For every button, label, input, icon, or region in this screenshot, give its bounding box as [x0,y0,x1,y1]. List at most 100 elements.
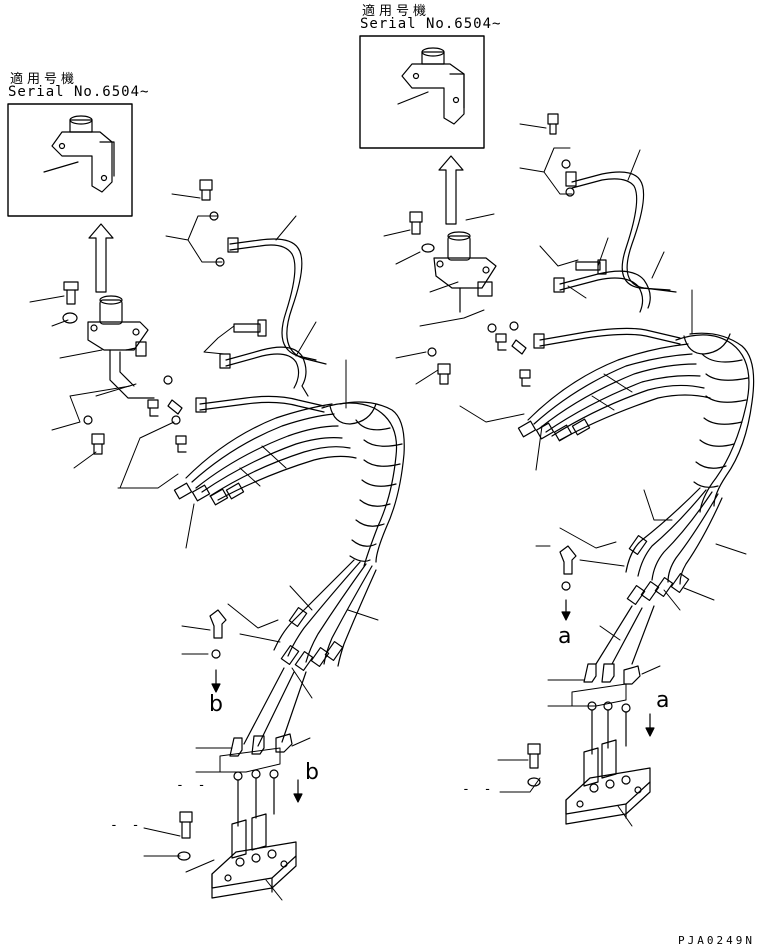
spiral-guard-right [675,332,755,513]
bolt-right-1 [409,211,423,235]
tube-left-1 [229,238,327,365]
callout-a-2: a [656,688,670,713]
tube-right-1 [571,171,677,293]
dash-mark-2: - - [110,818,143,833]
serial-number-left: Serial No.6504~ [8,84,150,100]
washer-left-1 [62,312,78,324]
leader-lines-left [29,193,379,901]
bolt-right-3 [575,259,607,275]
bolt-right-4 [527,743,541,769]
oring-right-a [561,159,571,169]
elbow-right-1 [559,545,577,575]
serial-jp-left: 適用号機 [10,72,79,87]
oring-right-i [621,703,631,713]
tube-fitting-right-a [565,171,577,187]
fitting-left-1 [91,433,105,455]
serial-jp-right: 適用号機 [362,4,431,19]
arrow-down-left-b2 [293,779,303,803]
hose-down-left-1 [243,667,285,745]
elbow-left-1 [209,609,227,639]
fitting-left-4 [167,399,183,415]
tube-left-3 [199,395,325,407]
hose-end-fittings-right-lower [626,534,690,606]
fitting-right-1 [437,363,451,385]
bolt-left-1 [63,281,79,305]
fitting-right-3 [519,369,531,387]
bolt-left-4 [179,811,193,839]
bolt-left-2 [199,179,213,201]
hose-down-right-3 [631,605,655,665]
elbow-right-3 [601,663,615,683]
arrow-up-right [438,155,464,225]
arrow-up-left [88,223,114,293]
tube-fitting-left-c [195,397,207,413]
oring-left-f [211,649,221,659]
inset-box-left [7,103,133,217]
drawing-code: PJA0249N [678,934,755,947]
oring-left-e [83,415,93,425]
distribution-block-right [565,767,651,825]
oring-right-f [561,581,571,591]
dash-mark-1: - - [176,778,209,793]
leader-lines-right [383,123,747,827]
tube-right-1b [571,178,671,291]
washer-right-2 [527,777,541,787]
oring-left-d [171,415,181,425]
bolt-right-2 [547,113,559,135]
dash-mark-3: - - [462,782,495,797]
tube-left-3b [199,401,325,413]
oring-right-e [487,323,497,333]
tube-fitting-right-c [533,333,545,349]
gasket-right-1 [583,747,599,787]
elbow-left-4 [275,733,293,753]
washer-right-1 [421,243,435,253]
tube-left-1b [229,244,317,361]
elbow-right-4 [623,665,641,685]
oring-left-i [269,769,279,779]
hose-bundle-right-lower [625,487,723,585]
tube-right-3b [539,333,681,347]
gasket-left-2 [251,813,267,851]
inset-box-right [359,35,485,149]
spiral-guard-left [321,401,405,567]
bolt-left-3 [233,319,267,337]
distribution-block-left [211,841,297,899]
elbow-right-2 [583,663,597,683]
callout-b-2: b [305,760,319,785]
hose-down-left-3 [281,671,307,743]
serial-number-right: Serial No.6504~ [360,16,502,32]
tube-right-2 [559,270,651,309]
hose-ends-left [173,482,245,506]
fitting-left-2 [147,399,159,417]
callout-b-1: b [209,692,223,717]
tube-right-3 [539,327,681,341]
oring-right-d [427,347,437,357]
hose-down-left-2 [257,671,295,747]
hose-down-right-1 [595,605,633,665]
tube-left-2b [225,353,300,389]
hose-down-right-2 [611,607,643,665]
callout-a-1: a [558,624,572,649]
fitting-right-4 [511,339,527,355]
valve-bracket-right [433,231,497,313]
oring-right-b [565,187,575,197]
oring-left-g [233,771,243,781]
arrow-down-left-b [211,669,221,693]
oring-left-c [163,375,173,385]
inset-valve-right [397,47,465,125]
gasket-right-2 [601,739,617,779]
oring-right-c [509,321,519,331]
hose-bundle-left-upper [185,403,357,501]
hose-bundle-right-upper [527,343,711,441]
arrow-down-right-a [561,599,571,621]
fitting-right-2 [495,333,507,351]
fitting-left-3 [175,435,187,453]
hose-end-fittings-left-lower [280,606,344,672]
tube-fitting-left-b [219,353,231,369]
elbow-left-3 [251,735,265,755]
arrow-down-right-a2 [645,713,655,737]
inset-valve-left [43,115,115,193]
gasket-left-1 [231,819,247,859]
guideline-left-1 [237,777,275,827]
